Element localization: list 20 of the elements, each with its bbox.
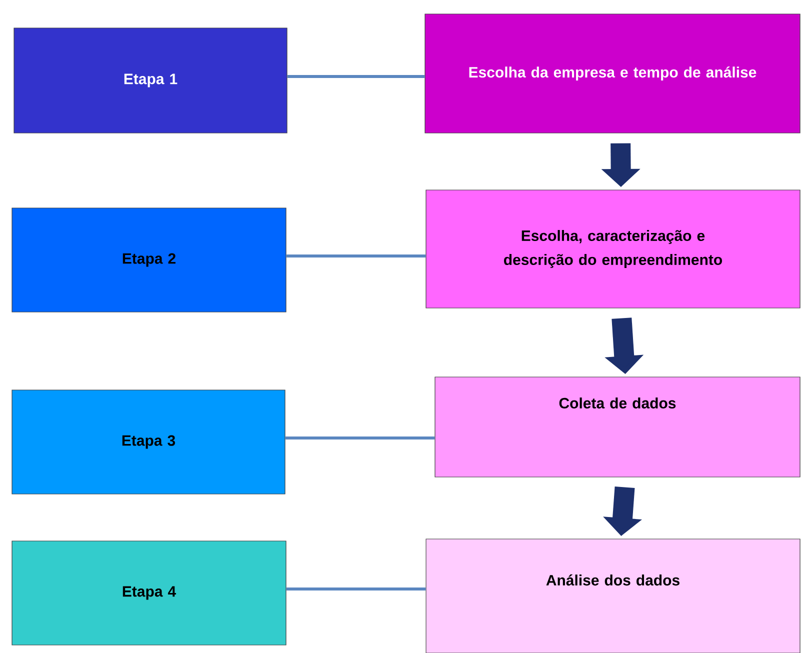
stage-label: Etapa 4	[122, 586, 176, 600]
step-label: Coleta de dados	[559, 398, 676, 408]
step-box	[426, 538, 800, 653]
stage-label: Etapa 2	[122, 253, 176, 267]
step-label: Escolha da empresa e tempo de análise	[469, 66, 756, 81]
stage-label: Etapa 1	[124, 74, 178, 88]
connector-line	[286, 254, 426, 258]
connector-line	[286, 588, 426, 590]
step-label: Escolha, caracterização e descrição do empreendimento	[504, 230, 722, 268]
step-box	[426, 190, 800, 308]
connector-line	[285, 436, 435, 440]
stage-box	[12, 390, 286, 494]
stage-box	[12, 540, 286, 646]
step-label: Análise dos dados	[546, 574, 680, 586]
step-box	[434, 376, 800, 478]
connector-line	[287, 75, 425, 78]
stage-box	[14, 28, 288, 134]
stage-label: Etapa 3	[122, 435, 176, 449]
step-box	[424, 14, 800, 134]
stage-box	[12, 208, 286, 312]
